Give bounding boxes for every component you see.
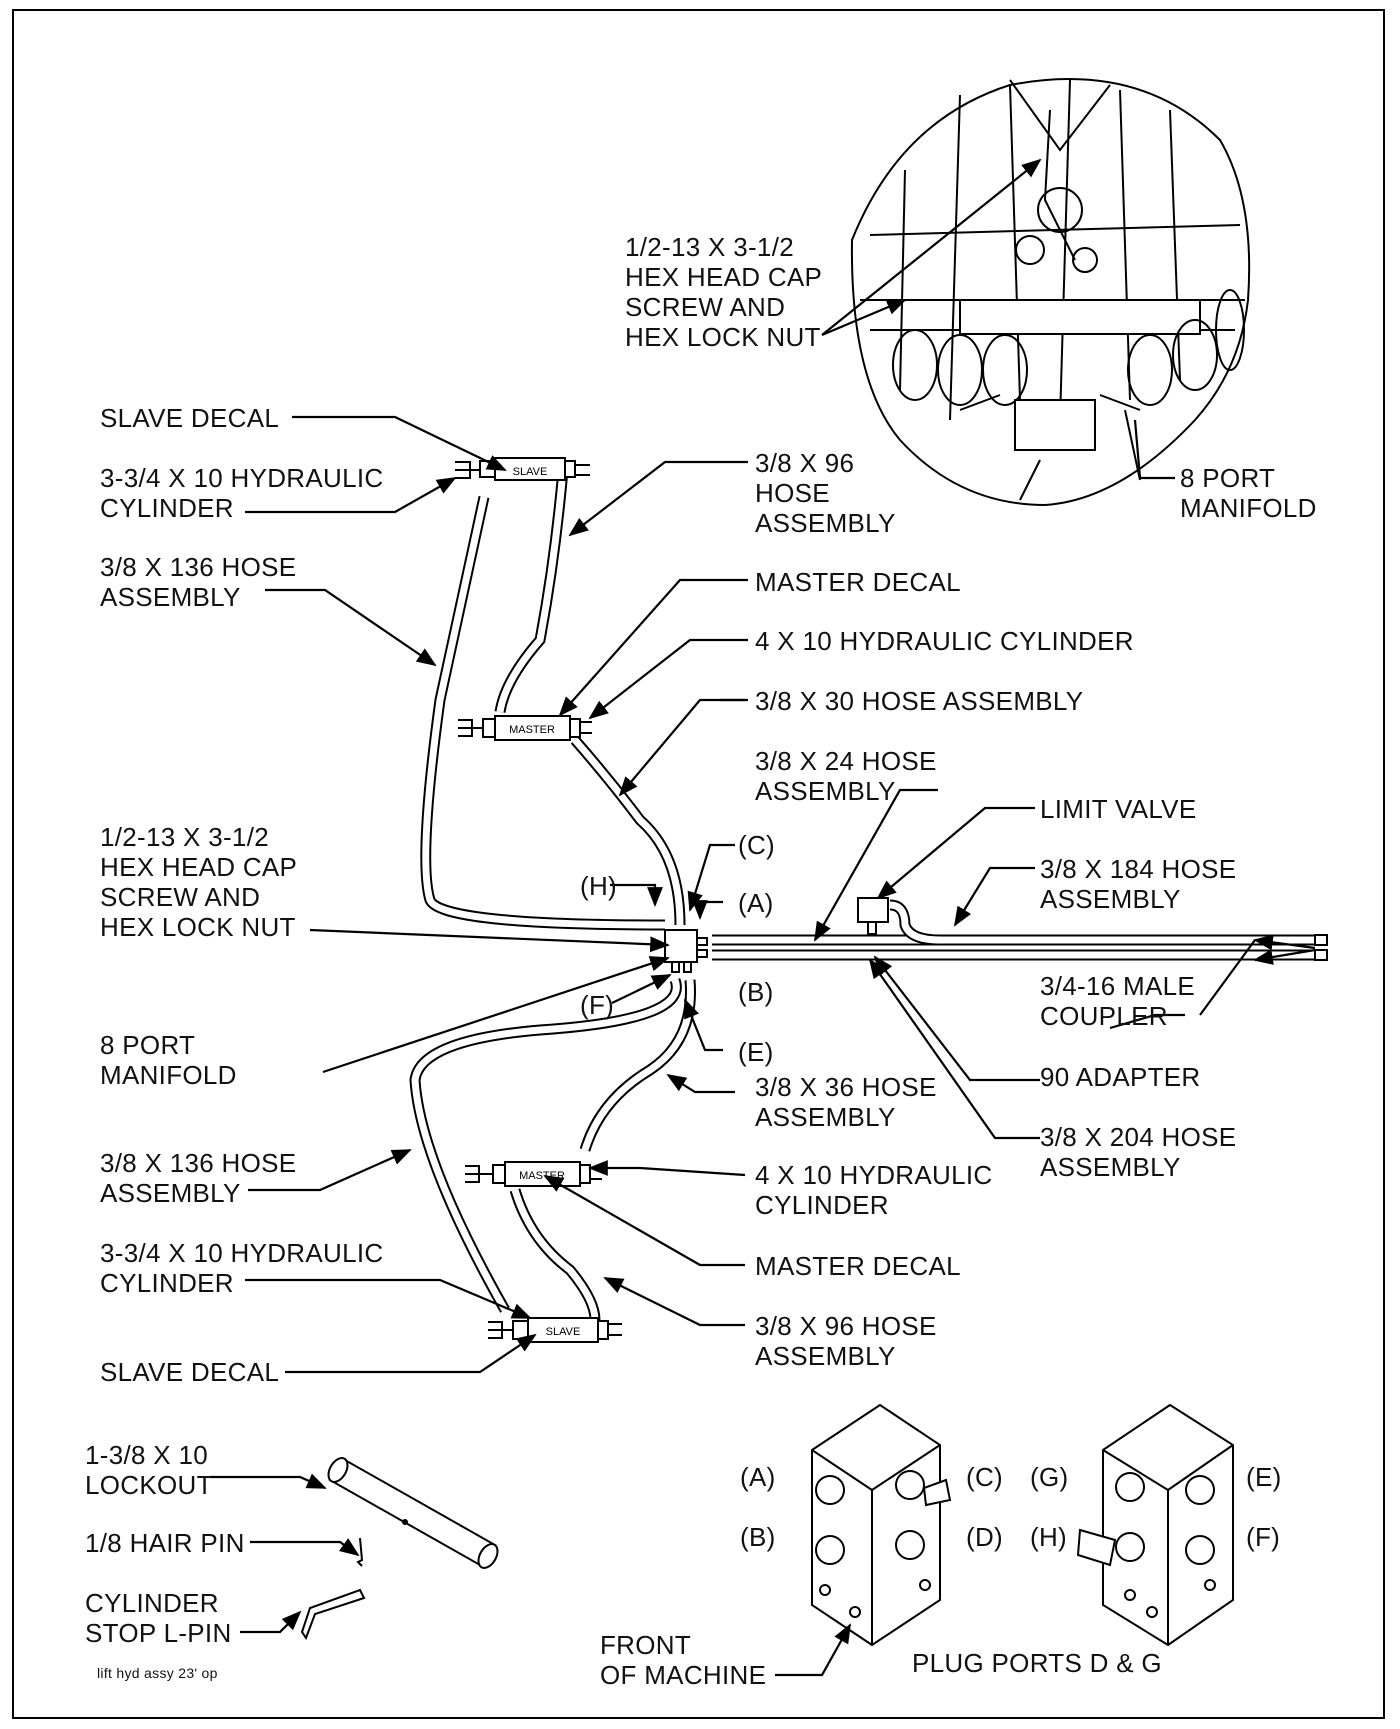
label-front-of-machine: FRONT OF MACHINE: [600, 1630, 767, 1690]
manifold-block-front: [811, 1403, 952, 1647]
label-block-c: (C): [966, 1462, 1003, 1492]
label-slave-cylinder-bottom: 3-3/4 X 10 HYDRAULIC CYLINDER: [100, 1238, 384, 1298]
caption: lift hyd assy 23' op: [97, 1665, 218, 1681]
label-master-cylinder-bottom: 4 X 10 HYDRAULIC CYLINDER: [755, 1160, 993, 1220]
label-hose-36: 3/8 X 36 HOSE ASSEMBLY: [755, 1072, 937, 1132]
label-block-b: (B): [740, 1522, 776, 1552]
cylinder-master-bottom: [465, 1161, 602, 1187]
label-hose-136-top: 3/8 X 136 HOSE ASSEMBLY: [100, 552, 297, 612]
label-slave-decal-top: SLAVE DECAL: [100, 403, 280, 433]
hose-lines: [409, 469, 1315, 1321]
label-master-decal-bottom: MASTER DECAL: [755, 1251, 961, 1281]
page-border: [12, 9, 1385, 1719]
label-lockout: 1-3/8 X 10 LOCKOUT: [85, 1440, 213, 1500]
leader-lines: [210, 158, 1316, 1677]
label-plug-ports: PLUG PORTS D & G: [912, 1648, 1162, 1678]
label-port-c: (C): [738, 830, 775, 860]
label-block-h: (H): [1030, 1522, 1067, 1552]
label-master-decal-top: MASTER DECAL: [755, 567, 961, 597]
label-port-h: (H): [580, 871, 617, 901]
master-decal-text-top: MASTER: [509, 724, 555, 736]
cylinder-slave-top: [455, 457, 590, 481]
label-master-cylinder-top: 4 X 10 HYDRAULIC CYLINDER: [755, 626, 1134, 656]
lockout-illustration: [300, 1457, 499, 1641]
cylinder-master-top: [458, 715, 592, 741]
label-screw-mid: 1/2-13 X 3-1/2 HEX HEAD CAP SCREW AND HE…: [100, 822, 298, 942]
manifold-8-port: [664, 929, 708, 973]
label-hose-204: 3/8 X 204 HOSE ASSEMBLY: [1040, 1122, 1237, 1182]
label-port-e: (E): [738, 1037, 774, 1067]
label-hose-96-top: 3/8 X 96 HOSE ASSEMBLY: [755, 448, 896, 538]
label-hose-24: 3/8 X 24 HOSE ASSEMBLY: [755, 746, 937, 806]
label-limit-valve: LIMIT VALVE: [1040, 794, 1197, 824]
label-port-b: (B): [738, 977, 774, 1007]
slave-decal-text-top: SLAVE: [513, 466, 548, 478]
limit-valve-body: [857, 897, 889, 935]
label-block-f: (F): [1246, 1522, 1281, 1552]
label-block-g: (G): [1030, 1462, 1069, 1492]
cylinder-slave-bottom: [488, 1317, 622, 1343]
label-stop-l-pin: CYLINDER STOP L-PIN: [85, 1588, 232, 1648]
label-port-a: (A): [738, 888, 774, 918]
label-slave-cylinder-top: 3-3/4 X 10 HYDRAULIC CYLINDER: [100, 463, 384, 523]
label-manifold-mid: 8 PORT MANIFOLD: [100, 1030, 237, 1090]
label-90-adapter: 90 ADAPTER: [1040, 1062, 1201, 1092]
label-block-d: (D): [966, 1522, 1003, 1552]
label-block-a: (A): [740, 1462, 776, 1492]
manifold-block-back: [1076, 1403, 1234, 1647]
coupler-ends: [1314, 934, 1328, 961]
label-male-coupler: 3/4-16 MALE COUPLER: [1040, 971, 1196, 1031]
label-port-f: (F): [580, 990, 615, 1020]
label-block-e: (E): [1246, 1462, 1282, 1492]
slave-decal-text-bottom: SLAVE: [546, 1326, 581, 1338]
master-decal-text-bottom: MASTER: [519, 1170, 565, 1182]
label-hose-30: 3/8 X 30 HOSE ASSEMBLY: [755, 686, 1084, 716]
label-slave-decal-bottom: SLAVE DECAL: [100, 1357, 280, 1387]
label-hose-96-bottom: 3/8 X 96 HOSE ASSEMBLY: [755, 1311, 937, 1371]
machine-illustration: [850, 78, 1251, 507]
label-manifold-top: 8 PORT MANIFOLD: [1180, 463, 1317, 523]
label-hose-184: 3/8 X 184 HOSE ASSEMBLY: [1040, 854, 1237, 914]
label-hair-pin: 1/8 HAIR PIN: [85, 1528, 245, 1558]
label-hose-136-bottom: 3/8 X 136 HOSE ASSEMBLY: [100, 1148, 297, 1208]
label-screw-top: 1/2-13 X 3-1/2 HEX HEAD CAP SCREW AND HE…: [625, 232, 823, 352]
